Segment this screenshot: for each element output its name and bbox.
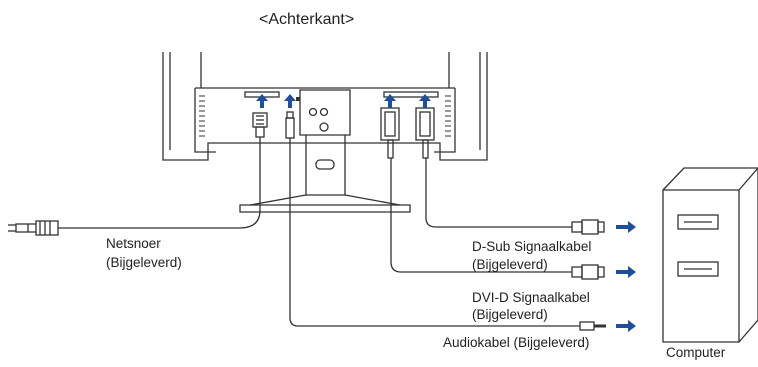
arrow-up-power-icon [256,94,268,108]
signal-input-panel [383,91,439,98]
arrow-right-dsub-icon [616,221,636,233]
audio-cable-label: Audiokabel (Bijgeleverd) [443,335,590,350]
arrow-up-dvid-icon [384,94,396,108]
arrow-up-dsub-icon [419,94,431,108]
power-cable [8,112,268,236]
monitor-rear [162,52,488,161]
dvid-cable-note: (Bijgeleverd) [472,307,548,322]
power-cable-note: (Bijgeleverd) [106,255,182,270]
vent-right [445,95,451,137]
input-arrows [256,94,431,108]
vent-left [199,95,205,137]
computer-label: Computer [666,345,726,360]
dvid-cable [380,107,605,280]
dsub-cable-note: (Bijgeleverd) [472,257,548,272]
diagram-title: <Achterkant> [259,11,355,28]
power-cable-label: Netsnoer [106,236,161,251]
arrow-up-audio-icon [284,94,296,108]
dsub-cable [415,107,605,235]
dsub-cable-label: D-Sub Signaalkabel [472,239,592,254]
dvid-cable-label: DVI-D Signaalkabel [472,290,590,305]
audio-cable [285,111,606,331]
computer-tower [662,167,758,343]
output-arrows [616,221,636,332]
arrow-right-audio-icon [616,320,636,332]
arrow-right-dvid-icon [616,266,636,278]
